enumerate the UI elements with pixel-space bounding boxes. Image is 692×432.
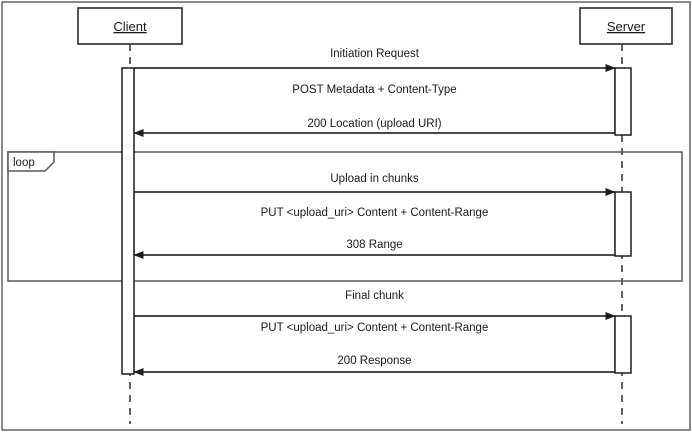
server-activation-3 [614,315,632,374]
message-label-upload-in-chunks: Upload in chunks [330,173,418,185]
loop-fragment-tab [7,151,55,172]
message-label-final-chunk: Final chunk [345,290,404,302]
participant-box-client[interactable] [77,7,183,45]
message-200-response: 200 Response [133,355,615,376]
lifelines-layer [129,44,623,424]
message-label-put-chunk: PUT <upload_uri> Content + Content-Range [261,207,489,219]
message-200-location: 200 Location (upload URI) [133,118,615,137]
loop-fragment-label: loop [13,157,35,169]
participant-label-client: Client [113,19,147,34]
message-final-chunk: Final chunk [345,290,404,302]
message-label-post-metadata: POST Metadata + Content-Type [292,84,456,96]
message-308-range: 308 Range [133,239,615,259]
message-label-308-range: 308 Range [346,239,402,251]
participant-label-server: Server [607,19,646,34]
participant-server[interactable]: Server [579,7,673,45]
server-activation-2 [614,191,632,257]
message-post-metadata: POST Metadata + Content-Type [134,64,616,96]
message-label-initiation-request: Initiation Request [330,48,420,60]
loop-fragment-layer: loop [7,151,683,282]
participants-layer: Client Server [77,7,673,45]
message-put-chunk: PUT <upload_uri> Content + Content-Range [134,188,616,219]
message-label-200-response: 200 Response [337,355,411,367]
activation-bars-layer [121,67,632,375]
server-activation-1 [614,67,632,136]
message-label-200-location: 200 Location (upload URI) [307,118,441,130]
message-upload-in-chunks: Upload in chunks [330,173,418,185]
client-activation [121,67,135,375]
loop-fragment-frame [7,151,683,282]
participant-client[interactable]: Client [77,7,183,45]
message-initiation-request: Initiation Request [330,48,420,60]
message-put-final-chunk: PUT <upload_uri> Content + Content-Range [134,312,616,334]
participant-box-server[interactable] [579,7,673,45]
message-label-put-final-chunk: PUT <upload_uri> Content + Content-Range [261,322,489,334]
